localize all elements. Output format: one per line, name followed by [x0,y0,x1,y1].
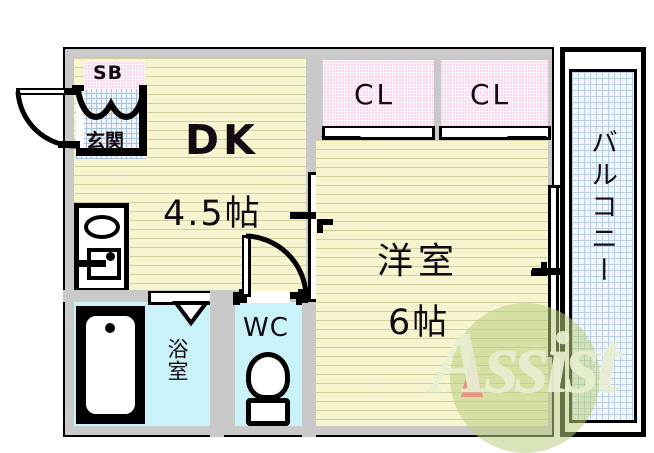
bath-door-rail-inner [151,293,217,302]
genkan-wall-right-vert [139,85,147,155]
closet-left-label: CL [354,78,396,111]
washbasin-knob-icon [106,252,115,261]
closet-right-label: CL [470,78,512,111]
balcony-label: バルコニー [586,128,617,288]
entrance-door-swing-arc [15,91,77,149]
genkan-step-curve [75,89,147,120]
closet-left-door-rail-inner [325,128,432,137]
entrance-door-jamb-top [58,88,80,95]
bath-label: 浴室 [165,338,190,382]
genkan-step-riser [76,91,84,148]
shoe-box [84,61,146,89]
sliding-door-panel-a [311,175,316,299]
toilet-bowl-icon [246,352,290,400]
wc-label: WC [243,313,289,343]
interior-door-leaf-inner [244,238,248,294]
washitsu-size-label: 6帖 [388,303,450,343]
genkan-wall-bottom [76,148,147,156]
dk-label: DK [185,116,259,164]
wc-door-opening [246,291,290,303]
entrance-door-leaf-fill [20,90,64,93]
interior-door-swing-arc [245,233,309,295]
bathtub-drain-icon [105,323,115,333]
closet-right-door-rail-inner [442,128,548,137]
washbasin-faucet-icon [76,260,106,267]
genkan-wall-top-left [76,85,84,91]
wc-door-jamb-left-v [233,292,240,305]
dk-size-label: 4.5帖 [163,194,262,234]
balcony-window-symbol-bar [532,268,582,275]
closet-right [440,60,548,126]
washitsu-corner-tick-left-v [317,219,323,233]
room-washitsu-floor [316,140,548,426]
closet-divider-wall [434,56,441,128]
bath-wc-divider-wall [210,290,224,437]
wc-right-wall [302,290,316,437]
genkan-label: 玄関 [86,130,125,152]
bath-door-fold-marker [172,301,210,327]
closet-left [323,60,435,126]
interior-door-jamb-right [298,289,308,303]
washitsu-corner-tick-left [317,219,333,225]
washbasin-bowl-icon [84,215,120,239]
toilet-tank-icon [246,398,290,426]
shoe-box-label: SB [93,62,124,84]
washitsu-label: 洋室 [377,241,460,282]
